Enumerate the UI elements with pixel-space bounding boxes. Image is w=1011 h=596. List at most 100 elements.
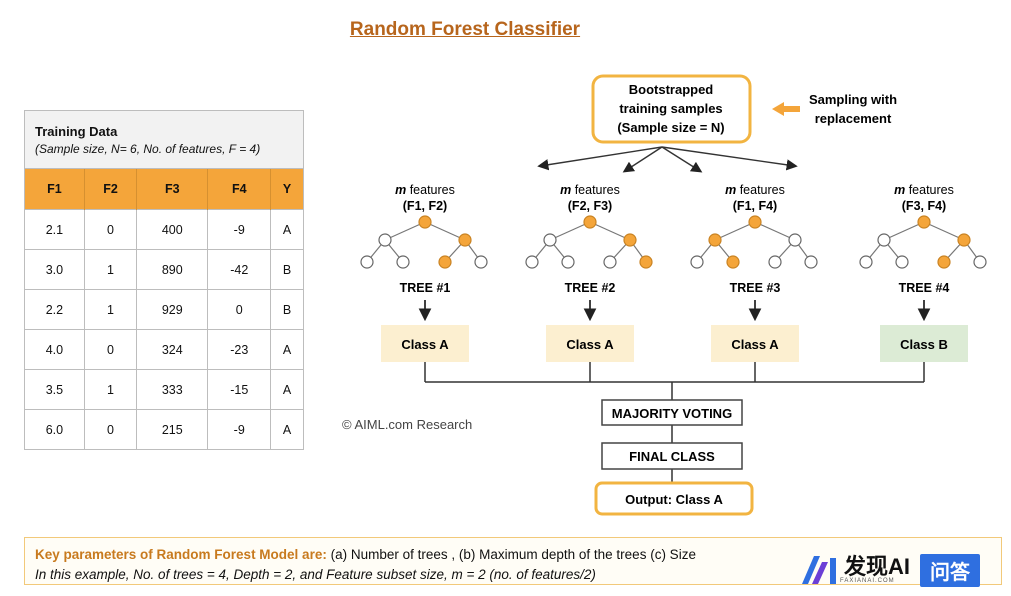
class-box [546,325,634,362]
table-row: 4.0 0 324 -23 A [25,329,303,370]
tree-node [748,215,762,229]
features-list: (F3, F4) [902,199,946,213]
class-label: Class A [731,337,779,352]
table-cell: -23 [207,329,272,370]
table-cell: -42 [207,249,272,290]
tree-label: TREE #4 [899,281,950,295]
note-key-text: (a) Number of trees , (b) Maximum depth … [326,547,696,562]
table-cell: B [270,249,303,290]
table-row: 2.1 0 400 -9 A [25,209,303,250]
table-cell: 2.1 [25,209,85,250]
tree-node [418,215,432,229]
table-cell: 215 [136,409,209,449]
page-title: Random Forest Classifier [349,19,581,40]
tree-label: TREE #2 [565,281,616,295]
credit-text: © AIML.com Research [342,417,473,432]
tree-node [859,255,873,269]
table-cell: 890 [136,249,209,290]
tree-node [895,255,909,269]
table-cell: A [270,369,303,410]
left-arrow-icon [772,102,800,116]
tree-node [525,255,539,269]
qa-button[interactable]: 问答 [920,553,981,587]
tree-group: m features (F3, F4) TREE #4 Class B [859,183,987,362]
tree-node [877,233,891,247]
tree-node [937,255,951,269]
table-title: Training Data [35,124,118,139]
class-box [381,325,469,362]
sampling-note-line-2: replacement [815,111,892,126]
tree-edge [384,221,426,241]
header-row: F1 F2 F3 F4 Y [25,169,303,210]
tree-edge [424,221,466,241]
tree-node [973,255,987,269]
features-label: m features [725,183,785,197]
table-row: 6.0 0 215 -9 A [25,409,303,449]
tree-node [583,215,597,229]
table-cell: 3.0 [25,249,85,290]
tree-edge [754,221,796,241]
table-cell: 400 [136,209,209,250]
aggregation-lines [424,362,925,483]
tree-node [917,215,931,229]
final-class-box [601,442,743,470]
features-list: (F2, F3) [568,199,612,213]
key-parameters-note: Key parameters of Random Forest Model ar… [24,537,1002,585]
tree-node [543,233,557,247]
output-label: Output: Class A [625,492,723,507]
tree-group: m features (F1, F2) TREE #1 Class A [360,183,488,362]
table-cell: 6.0 [25,409,85,449]
table-cell: 0 [84,409,138,449]
output-box [594,481,754,516]
table-cell: 2.2 [25,289,85,330]
training-data-table: Training Data (Sample size, N= 6, No. of… [24,110,304,450]
data-grid: F1 F2 F3 F4 Y 2.1 0 400 -9 A 3.0 1 890 -… [25,169,303,449]
tree-node [561,255,575,269]
table-cell: 1 [84,369,138,410]
fanout-arrows [537,146,798,173]
table-cell: 1 [84,249,138,290]
class-box [711,325,799,362]
table-row: 3.0 1 890 -42 B [25,249,303,290]
tree-node [396,255,410,269]
tree-label: TREE #1 [400,281,451,295]
table-cell: A [270,329,303,370]
watermark: 发现AI FAXIANAI.COM 问答 [798,553,981,587]
tree-node [474,255,488,269]
table-cell: 324 [136,329,209,370]
tree-edge [883,221,925,241]
table-cell: 0 [84,209,138,250]
sampling-note-line-1: Sampling with [809,92,897,107]
table-row: 3.5 1 333 -15 A [25,369,303,410]
watermark-text: 发现AI [844,554,911,579]
tree-edge [589,221,631,241]
col-header: F1 [25,169,85,210]
faxian-logo-icon [802,556,836,584]
col-header: F4 [207,169,272,210]
note-line-2: In this example, No. of trees = 4, Depth… [35,567,596,582]
features-label: m features [894,183,954,197]
table-cell: A [270,209,303,250]
tree-node [788,233,802,247]
tree-edge [549,221,591,241]
class-label: Class B [900,337,948,352]
features-label: m features [560,183,620,197]
table-cell: A [270,409,303,449]
table-cell: 4.0 [25,329,85,370]
table-cell: -9 [207,409,272,449]
bootstrap-line-3: (Sample size = N) [617,120,724,135]
table-cell: 0 [207,289,272,330]
class-label: Class A [401,337,449,352]
tree-node [360,255,374,269]
tree-node [378,233,392,247]
features-list: (F1, F2) [403,199,447,213]
class-box [880,325,968,362]
bootstrap-line-1: Bootstrapped [629,82,714,97]
majority-voting-box [601,399,743,426]
bootstrap-box [591,74,752,144]
features-label: m features [395,183,455,197]
table-cell: 929 [136,289,209,330]
features-list: (F1, F4) [733,199,777,213]
